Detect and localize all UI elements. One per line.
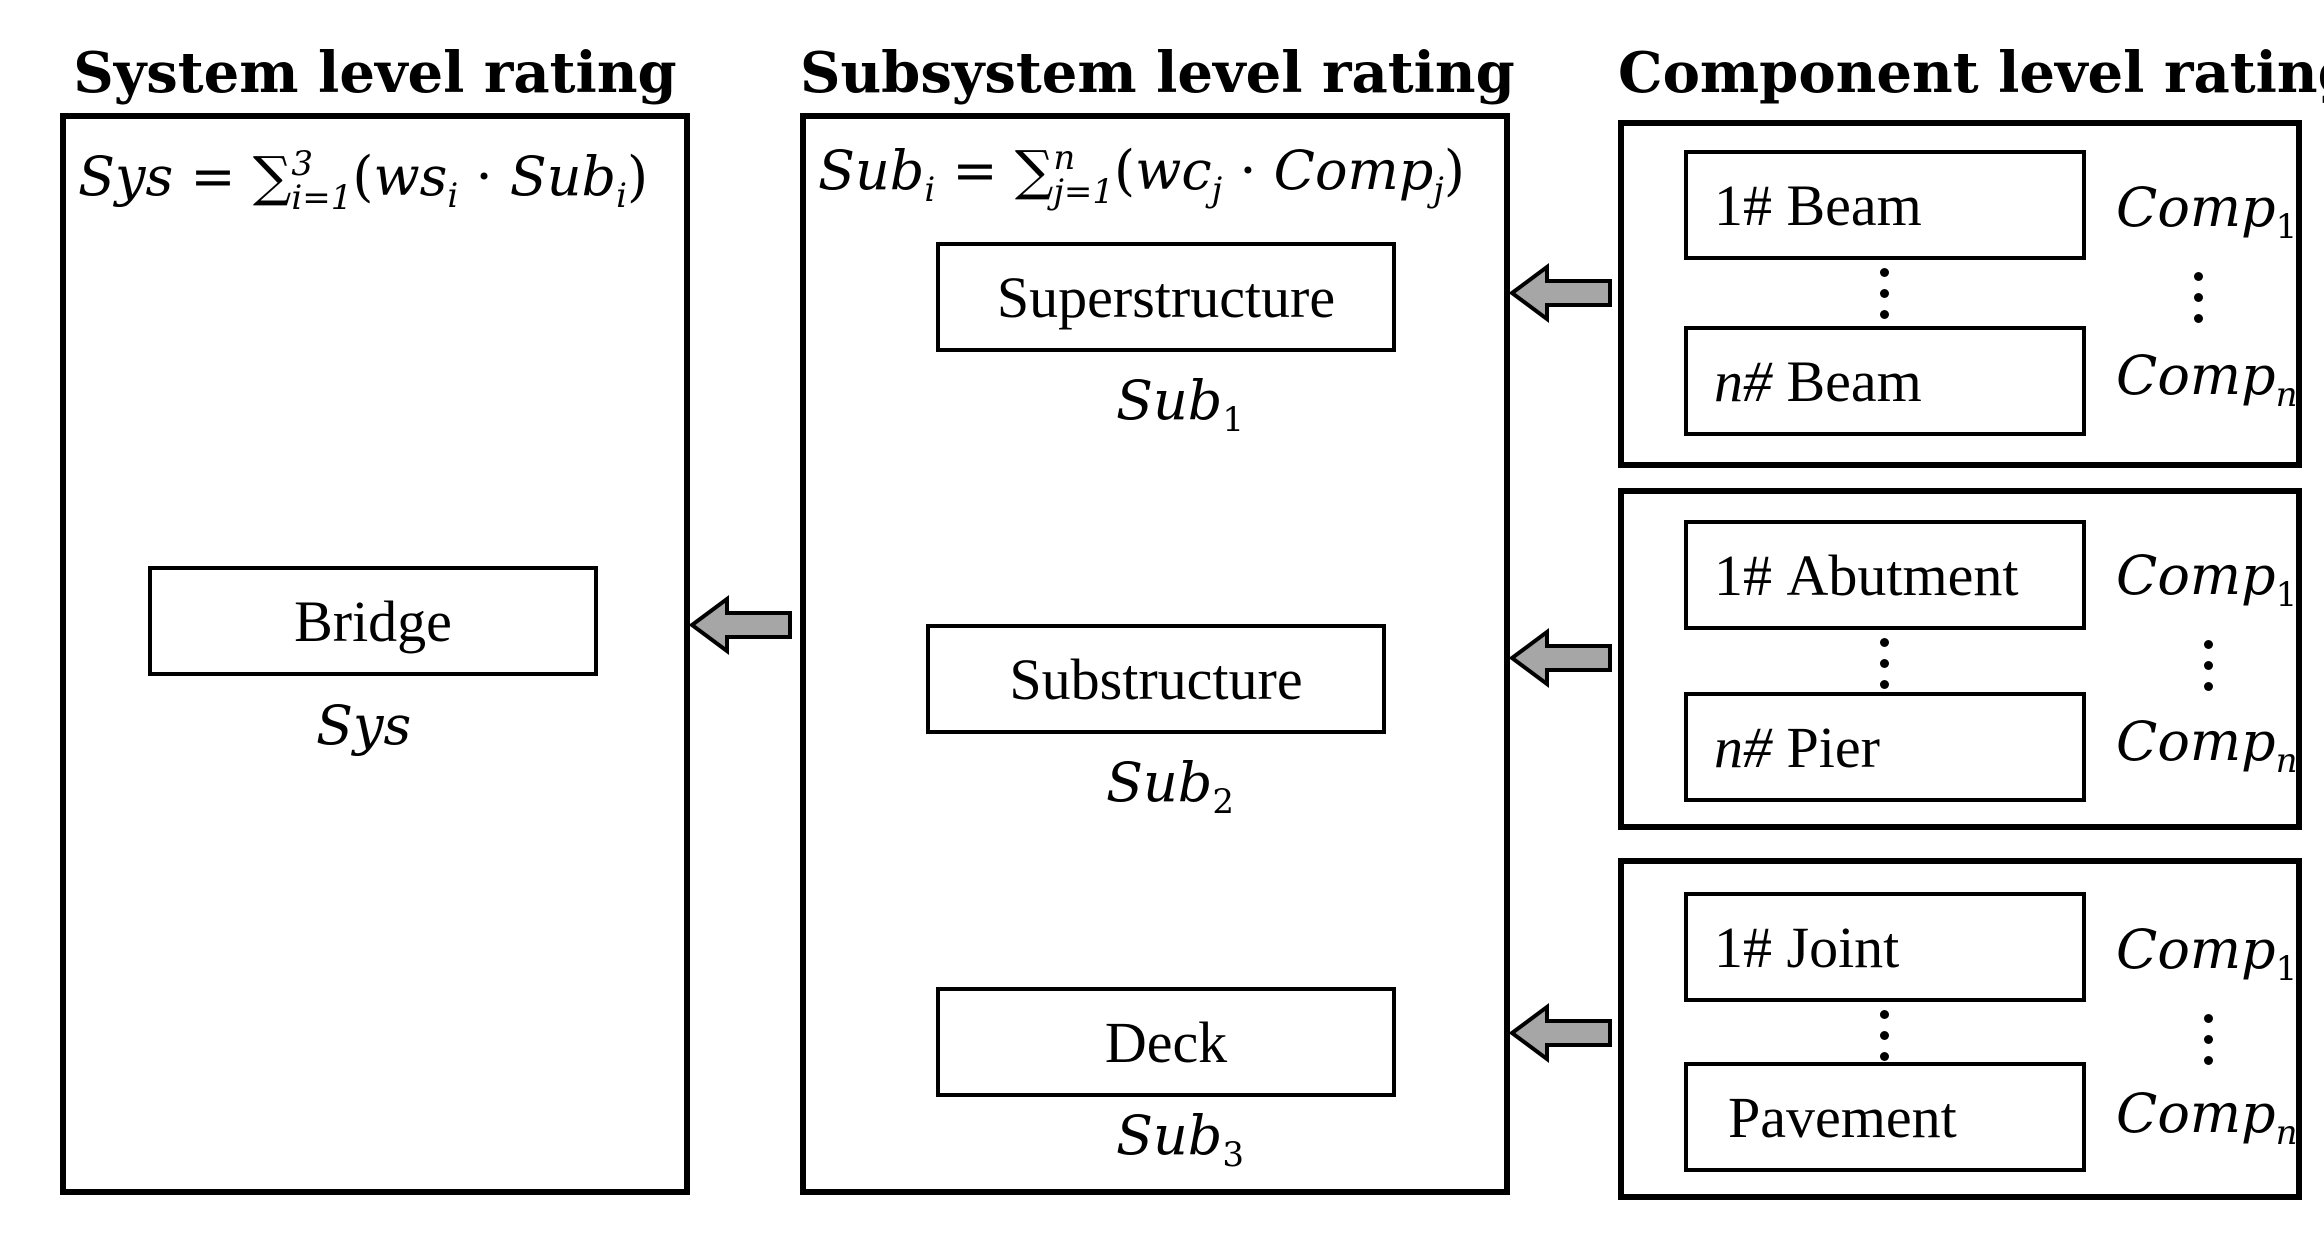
- left-arrow-icon: [1508, 263, 1612, 323]
- comp-last-symbol: Compn: [2116, 710, 2298, 781]
- deck-box: Deck: [936, 987, 1396, 1097]
- bridge-box: Bridge: [148, 566, 598, 676]
- superstructure-label: Superstructure: [996, 264, 1336, 330]
- vertical-ellipsis-icon: [2194, 272, 2204, 335]
- component-group-substructure: 1# Abutment n# Pier Comp1 Compn: [1618, 488, 2302, 830]
- component-box-last: n# Pier: [1684, 692, 2086, 802]
- sub1-symbol: Sub1: [1116, 369, 1244, 440]
- vertical-ellipsis-icon: [2204, 1014, 2214, 1077]
- component-box-last: n# Beam: [1684, 326, 2086, 436]
- sub3-symbol: Sub3: [1116, 1104, 1244, 1175]
- component-group-superstructure: 1# Beam n# Beam Comp1 Compn: [1618, 120, 2302, 468]
- superstructure-box: Superstructure: [936, 242, 1396, 352]
- substructure-label: Substructure: [1009, 646, 1303, 712]
- substructure-box: Substructure: [926, 624, 1386, 734]
- comp-first-symbol: Comp1: [2116, 544, 2298, 615]
- vertical-ellipsis-icon: [1880, 638, 1890, 701]
- system-level-heading: System level rating: [73, 40, 677, 106]
- left-arrow-icon: [1508, 628, 1612, 688]
- bridge-label: Bridge: [294, 588, 452, 654]
- comp-first-symbol: Comp1: [2116, 176, 2298, 247]
- vertical-ellipsis-icon: [1880, 268, 1890, 331]
- left-arrow-icon: [1508, 1003, 1612, 1063]
- left-arrow-icon: [688, 595, 792, 655]
- deck-label: Deck: [1104, 1009, 1228, 1075]
- component-box-first: 1# Beam: [1684, 150, 2086, 260]
- component-group-deck: 1# Joint Pavement Comp1 Compn: [1618, 858, 2302, 1200]
- comp-last-symbol: Compn: [2116, 344, 2298, 415]
- sub2-symbol: Sub2: [1106, 751, 1234, 822]
- component-box-first: 1# Abutment: [1684, 520, 2086, 630]
- component-level-heading: Component level rating: [1618, 40, 2324, 106]
- component-box-last: Pavement: [1684, 1062, 2086, 1172]
- vertical-ellipsis-icon: [2204, 640, 2214, 703]
- vertical-ellipsis-icon: [1880, 1010, 1890, 1073]
- comp-first-symbol: Comp1: [2116, 918, 2298, 989]
- component-box-first: 1# Joint: [1684, 892, 2086, 1002]
- comp-last-symbol: Compn: [2116, 1082, 2298, 1153]
- system-symbol: Sys: [316, 694, 412, 757]
- subsystem-level-heading: Subsystem level rating: [800, 40, 1515, 106]
